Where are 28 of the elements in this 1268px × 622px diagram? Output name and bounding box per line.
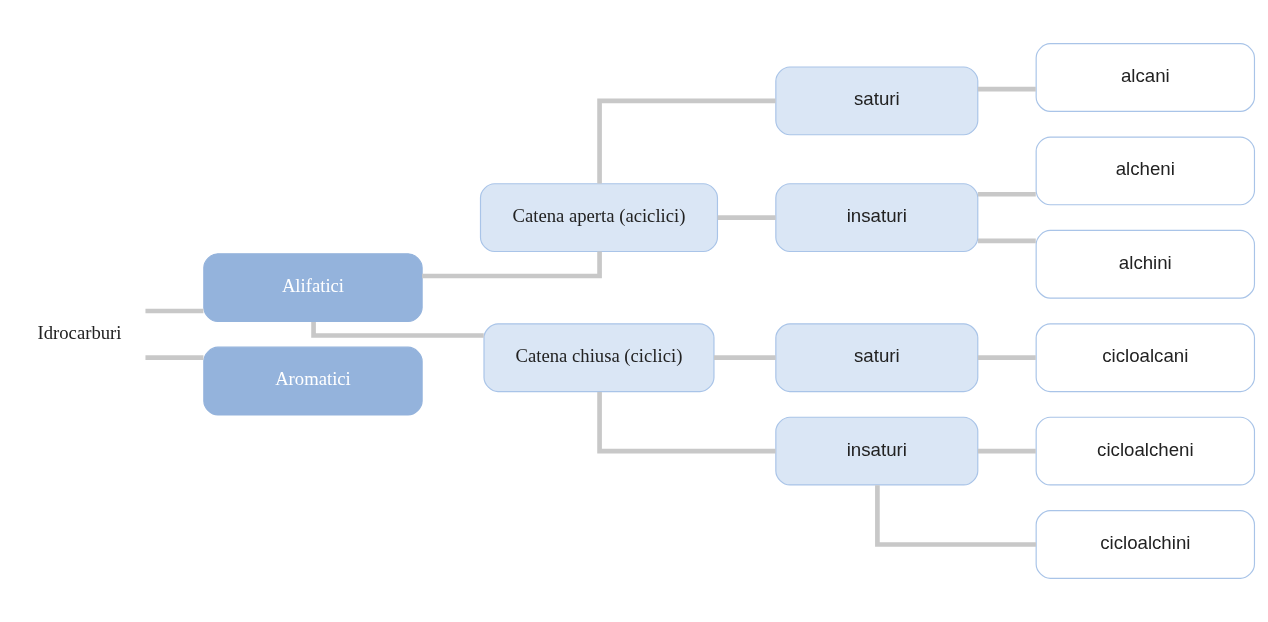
node-box: cicloalcheni (1035, 416, 1256, 486)
node-box: saturi (775, 66, 979, 136)
node-box: Catena aperta (aciclici) (479, 183, 719, 253)
connector (714, 355, 776, 361)
connector (311, 321, 484, 338)
node-box: alchini (1035, 229, 1256, 299)
connector (977, 355, 1036, 361)
connector (597, 391, 776, 454)
connector (145, 355, 204, 361)
node-box: saturi (775, 323, 979, 393)
connector (977, 448, 1036, 454)
node-box: alcheni (1035, 136, 1256, 206)
connector (875, 485, 1036, 547)
node-box: alcani (1035, 43, 1256, 112)
connector (977, 86, 1036, 92)
connector (977, 191, 1036, 197)
node-box: Catena chiusa (ciclici) (483, 323, 715, 393)
node-box: insaturi (775, 416, 979, 486)
node-box: cicloalchini (1035, 510, 1256, 579)
node-box: Aromatici (203, 346, 423, 416)
node-box: Alifatici (203, 253, 423, 323)
connector (977, 238, 1036, 244)
node-text: Idrocarburi (37, 321, 122, 343)
connector (145, 308, 204, 314)
node-box: insaturi (775, 183, 979, 253)
node-box: cicloalcani (1035, 323, 1256, 393)
connector (597, 98, 776, 184)
connector (717, 215, 776, 220)
